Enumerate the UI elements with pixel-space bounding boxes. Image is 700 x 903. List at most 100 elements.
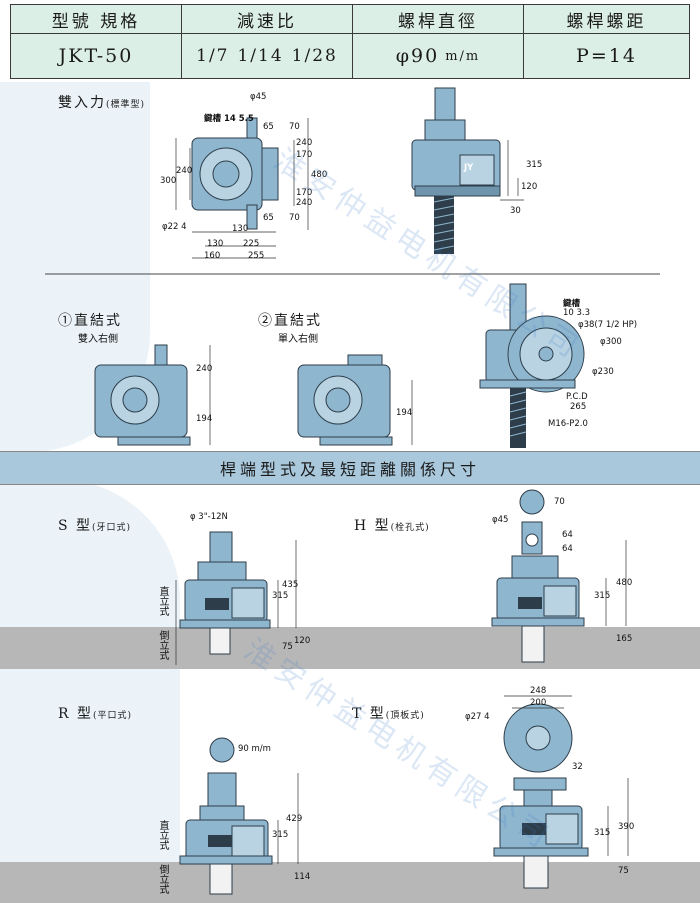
s1-dim-d160: 160 (204, 251, 221, 261)
s-thread: φ 3"-12N (190, 512, 228, 522)
r-type-title: R 型(平口式) (58, 703, 132, 723)
gray-band-upper (0, 627, 700, 669)
h-type-sub: (栓孔式) (390, 523, 430, 533)
s2-right-m16: M16-P2.0 (548, 419, 588, 429)
s2-mid-title: ②直結式 (258, 313, 322, 329)
s1-dim-d22: φ22 4 (162, 222, 187, 232)
h-d315: 315 (594, 591, 611, 601)
s2-left-title: ①直結式 (58, 313, 122, 329)
s1-dim-d170a: 170 (296, 150, 313, 160)
s1-dim-d30: 30 (510, 206, 521, 216)
s2-left-d240: 240 (196, 364, 213, 374)
t-d200: 200 (530, 698, 547, 708)
ratio-3: 1/28 (291, 46, 338, 66)
t-d75: 75 (618, 866, 629, 876)
s2-right-pcd: P.C.D (566, 392, 588, 402)
s-d315: 315 (272, 591, 289, 601)
s1-dim-d70: 70 (289, 122, 300, 132)
s1-dim-d45: φ45 (250, 92, 267, 102)
s2-right-d230: φ230 (592, 367, 614, 377)
r-d315: 315 (272, 830, 289, 840)
s-d120: 120 (294, 636, 311, 646)
t-type-title-text: T 型 (352, 706, 386, 722)
diameter-value: φ90 m/m (352, 33, 524, 79)
s1-dim-d130b: 130 (207, 239, 224, 249)
h-type-title: H 型(栓孔式) (354, 515, 430, 535)
s2-left-d194: 194 (196, 414, 213, 424)
s1-dim-d130a: 130 (232, 224, 249, 234)
s1-brand: JY (464, 163, 474, 173)
s1-dim-d300: 300 (160, 176, 177, 186)
h-type-title-text: H 型 (354, 518, 391, 534)
s2-right-key: 鍵槽 (563, 299, 581, 309)
s-type-sub: (牙口式) (92, 523, 132, 533)
ratio-value: 1/7 1/14 1/28 (181, 33, 353, 79)
s1-dim-d240b: 240 (296, 198, 313, 208)
h-d165: 165 (616, 634, 633, 644)
h-d64b: 64 (562, 544, 573, 554)
spec-header-table: 型號 規格 減速比 螺桿直徑 螺桿螺距 JKT-50 1/7 1/14 1/28… (0, 0, 700, 82)
s1-dim-d315: 315 (526, 160, 543, 170)
h-d64a: 64 (562, 530, 573, 540)
s1-dim-d70b: 70 (289, 213, 300, 223)
section1-title: 雙入力(標準型) (58, 92, 145, 112)
s2-mid-sub: 單入右側 (278, 334, 318, 345)
s1-dim-d65b: 65 (263, 213, 274, 223)
col-model-header: 型號 規格 (10, 4, 182, 34)
s1-dim-d65a: 65 (263, 122, 274, 132)
s1-dim-d240c: 240 (176, 166, 193, 176)
t-d315: 315 (594, 828, 611, 838)
section1-subtitle: (標準型) (106, 100, 146, 110)
r-d90: 90 m/m (238, 744, 271, 754)
t-type-sub: (頂板式) (385, 711, 425, 721)
t-d27: φ27 4 (465, 712, 490, 722)
s1-dim-d255: 255 (248, 251, 265, 261)
r-d429: 429 (286, 814, 303, 824)
model-value: JKT-50 (10, 33, 182, 79)
diameter-number: φ90 (395, 45, 440, 67)
s1-dim-d225: 225 (243, 239, 260, 249)
r-type-sub: (平口式) (93, 711, 133, 721)
pitch-value: P=14 (523, 33, 690, 79)
bg-shape-left-lower (0, 480, 180, 900)
col-diameter-header: 螺桿直徑 (352, 4, 524, 34)
s-side1: 直立式 (157, 586, 168, 616)
s1-dim-d120: 120 (521, 182, 538, 192)
s-side2: 倒立式 (157, 630, 168, 660)
h-d70: 70 (554, 497, 565, 507)
h-d480: 480 (616, 578, 633, 588)
s1-dim-d170b: 170 (296, 188, 313, 198)
ratio-1: 1/7 (196, 46, 230, 66)
ratio-2: 1/14 (237, 46, 284, 66)
s2-right-key-val: 10 3.3 (563, 308, 591, 318)
r-d114: 114 (294, 872, 311, 882)
s2-left-sub: 雙入右側 (78, 334, 118, 345)
r-side2: 倒立式 (157, 864, 168, 894)
r-type-title-text: R 型 (58, 706, 93, 722)
t-d248: 248 (530, 686, 547, 696)
s2-right-d300: φ300 (600, 337, 622, 347)
gray-band-lower (0, 862, 700, 903)
section1-title-text: 雙入力 (58, 95, 106, 111)
section-bar-title: 桿端型式及最短距離關係尺寸 (0, 451, 700, 485)
s-type-title: S 型(牙口式) (58, 515, 131, 535)
t-d390: 390 (618, 822, 635, 832)
s2-right-d38: φ38(7 1/2 HP) (578, 320, 638, 330)
s1-dim-d240a: 240 (296, 138, 313, 148)
s1-key-label: 鍵槽 14 5.5 (204, 114, 254, 124)
s-d435: 435 (282, 580, 299, 590)
s1-dim-d480: 480 (311, 170, 328, 180)
t-type-title: T 型(頂板式) (352, 703, 425, 723)
s2-mid-d194: 194 (396, 408, 413, 418)
r-side1: 直立式 (157, 820, 168, 850)
t-d32: 32 (572, 762, 583, 772)
diameter-unit: m/m (445, 48, 481, 64)
s-type-title-text: S 型 (58, 518, 93, 534)
h-d45: φ45 (492, 515, 509, 525)
s2-right-d265: 265 (570, 402, 587, 412)
s-d75: 75 (282, 642, 293, 652)
